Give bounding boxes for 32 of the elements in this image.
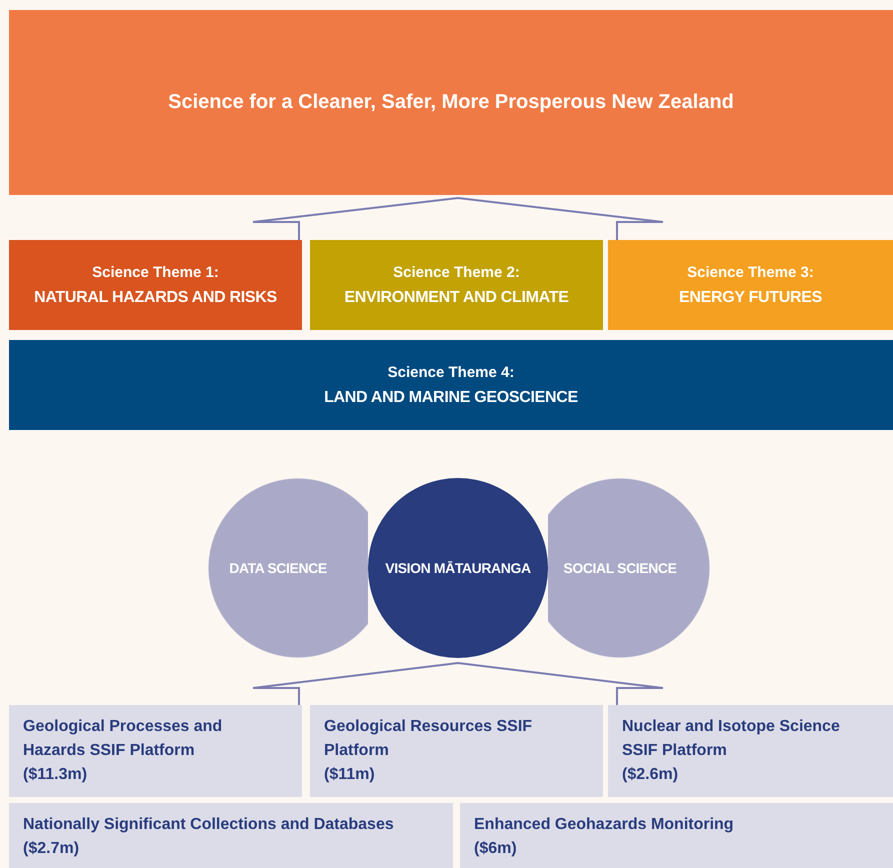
platform-name: Enhanced Geohazards Monitoring	[474, 815, 735, 835]
funding-amount: ($2.6m)	[622, 765, 680, 785]
platform-name: Nuclear and Isotope Science SSIF Platform	[622, 717, 841, 761]
platform-box	[9, 705, 302, 797]
funding-amount: ($6m)	[474, 839, 518, 859]
theme-label: Science Theme 4:	[388, 364, 514, 380]
banner-box	[9, 240, 302, 330]
theme-label: Science Theme 1:	[92, 264, 219, 280]
circle-label: DATA SCIENCE	[229, 560, 327, 576]
circle-label: SOCIAL SCIENCE	[563, 560, 677, 576]
platform-box	[460, 803, 893, 868]
title-text: Science for a Cleaner, Safer, More Prosperous New Zealand	[168, 91, 734, 114]
theme-label: Science Theme 3:	[687, 264, 814, 280]
banner-box	[9, 340, 893, 430]
funding-amount: ($11m)	[324, 765, 376, 785]
platform-box	[310, 705, 603, 797]
theme-title: ENVIRONMENT AND CLIMATE	[344, 288, 569, 306]
theme-title: LAND AND MARINE GEOSCIENCE	[324, 388, 578, 406]
circle-label: VISION MĀTAURANGA	[385, 560, 531, 576]
platform-box	[9, 803, 453, 868]
banner-box	[608, 240, 893, 330]
platform-box	[608, 705, 893, 797]
theme-title: ENERGY FUTURES	[678, 288, 822, 306]
platform-name: Nationally Significant Collections and Databases	[23, 815, 395, 835]
platform-name: Geological Resources SSIF Platform	[324, 717, 534, 761]
funding-amount: ($11.3m)	[23, 765, 88, 785]
theme-title: NATURAL HAZARDS AND RISKS	[34, 288, 277, 306]
banner-box	[9, 10, 893, 195]
platform-name: Geological Processes and Hazards SSIF Platform	[23, 717, 224, 761]
theme-label: Science Theme 2:	[393, 264, 520, 280]
funding-amount: ($2.7m)	[23, 839, 80, 859]
banner-box	[310, 240, 603, 330]
